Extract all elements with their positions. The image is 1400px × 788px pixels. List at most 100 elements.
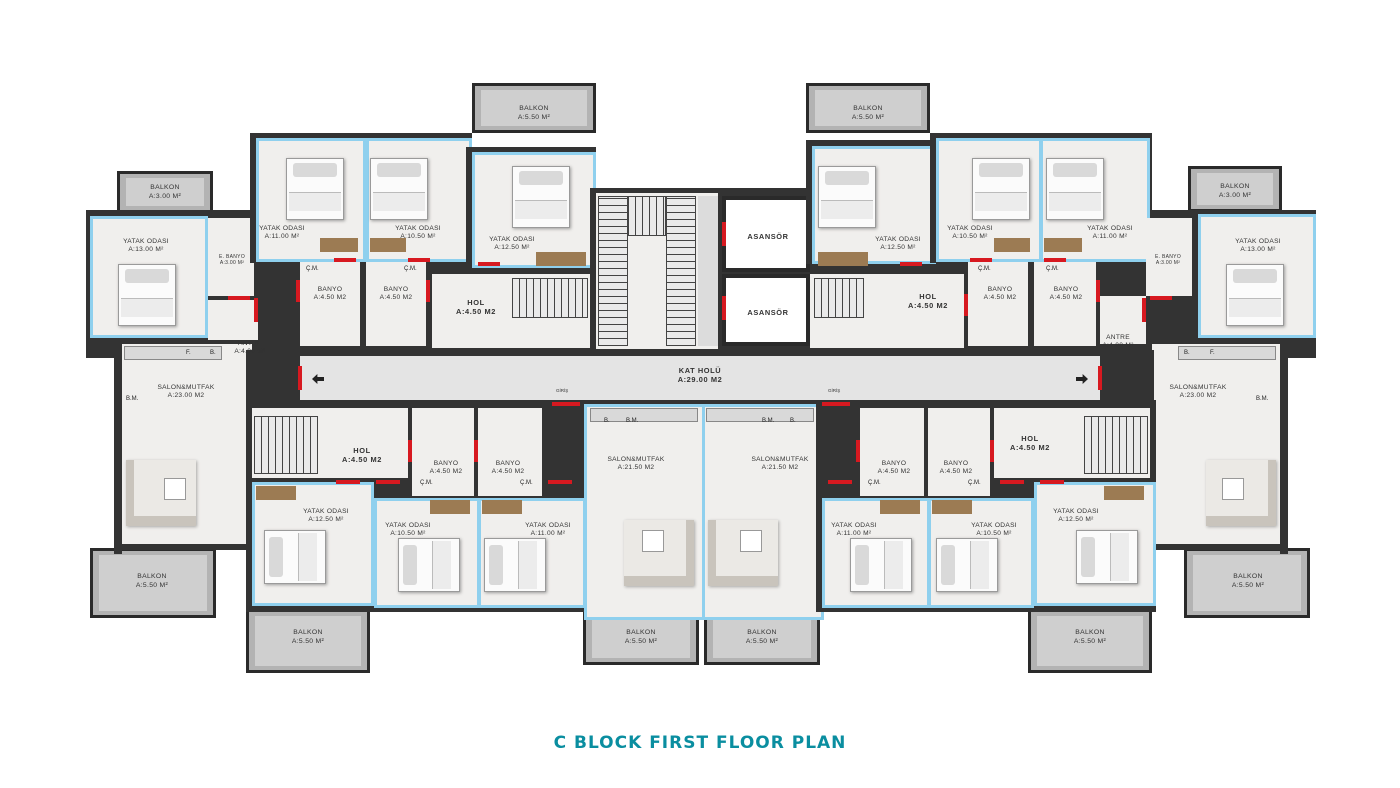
door-bl-bath2 xyxy=(474,440,478,462)
bed-tl-11 xyxy=(286,158,344,220)
br-bm: B.M. xyxy=(762,418,775,424)
coffee-table-br xyxy=(740,530,762,552)
room-corridor xyxy=(300,356,1100,400)
kitchen-bl xyxy=(590,408,698,422)
door-bl-bed125 xyxy=(336,480,360,484)
kitchen-tr xyxy=(1178,346,1276,360)
door-bl-bed11 xyxy=(548,480,572,484)
tl-cm-2: Ç.M. xyxy=(404,266,417,272)
tl-salon-wall-left xyxy=(114,340,122,554)
corridor-door-right xyxy=(1098,366,1102,390)
wardrobe-tl-105 xyxy=(370,238,406,252)
coffee-table-tr xyxy=(1222,478,1244,500)
balcony-bottom-right xyxy=(1028,609,1152,673)
bed-br-125 xyxy=(1076,530,1138,584)
bed-tl-corner xyxy=(118,264,176,326)
door-tl-bed125 xyxy=(478,262,500,266)
room-br-salon xyxy=(702,404,824,620)
plan-title: C BLOCK FIRST FLOOR PLAN xyxy=(553,733,847,753)
bed-tr-125 xyxy=(818,166,876,228)
balcony-left-small xyxy=(117,171,213,213)
door-tl-ebath xyxy=(228,296,250,300)
room-br-bath-1 xyxy=(860,408,924,496)
tr-cm-2: Ç.M. xyxy=(1046,266,1059,272)
door-tl-bath2 xyxy=(426,280,430,302)
room-tl-ebath xyxy=(208,218,254,296)
elevator-2-door xyxy=(722,296,726,320)
tr-bm: B.M. xyxy=(1256,396,1269,402)
label-elevator-2: ASANSÖR xyxy=(747,308,789,317)
bed-br-105 xyxy=(936,538,998,592)
door-br-bath1 xyxy=(856,440,860,462)
room-tr-ebath xyxy=(1146,218,1192,296)
wardrobe-br-11 xyxy=(880,500,920,514)
bl-b: B. xyxy=(604,418,610,424)
wardrobe-tr-105 xyxy=(994,238,1030,252)
tr-salon-wall-bottom xyxy=(1154,544,1288,550)
door-tr-bath1 xyxy=(964,294,968,316)
br-hall-stairs xyxy=(1084,416,1148,474)
bed-tl-125 xyxy=(512,166,570,228)
bed-tr-corner xyxy=(1226,264,1284,326)
door-bl-bed105 xyxy=(376,480,400,484)
room-bl-bath-2 xyxy=(478,408,542,496)
bl-hall-stairs xyxy=(254,416,318,474)
door-br-bath2 xyxy=(990,440,994,462)
wardrobe-tl-11 xyxy=(320,238,358,252)
core-shaft xyxy=(698,196,718,346)
entry-mark-left: GİRİŞ xyxy=(556,388,569,393)
wardrobe-tr-11 xyxy=(1044,238,1082,252)
bl-cm-1: Ç.M. xyxy=(420,480,433,486)
door-bl-entry xyxy=(552,402,580,406)
br-b: B. xyxy=(790,418,796,424)
balcony-bottom-left xyxy=(246,609,370,673)
bed-tr-11 xyxy=(1046,158,1104,220)
wardrobe-bl-125 xyxy=(256,486,296,500)
wardrobe-br-105 xyxy=(932,500,972,514)
corridor-door-left xyxy=(298,366,302,390)
door-tl-bed11 xyxy=(334,258,356,262)
label-elevator-1: ASANSÖR xyxy=(747,232,789,241)
balcony-top-right xyxy=(806,83,930,133)
core-landing xyxy=(628,196,666,236)
room-tl-bath-1 xyxy=(300,262,360,346)
door-tl-entry xyxy=(254,298,258,322)
bl-bm: B.M. xyxy=(626,418,639,424)
tl-hall-stairs xyxy=(512,278,588,318)
bed-bl-11 xyxy=(484,538,546,592)
door-br-bed11 xyxy=(828,480,852,484)
room-tr-entry xyxy=(1100,296,1146,344)
room-bl-bath-1 xyxy=(412,408,474,496)
tl-bm: B.M. xyxy=(126,396,139,402)
door-tr-bed11 xyxy=(1044,258,1066,262)
door-br-bed125 xyxy=(1040,480,1064,484)
br-cm-2: Ç.M. xyxy=(968,480,981,486)
room-tl-entry xyxy=(208,300,258,340)
room-tl-bath-2 xyxy=(366,262,426,346)
